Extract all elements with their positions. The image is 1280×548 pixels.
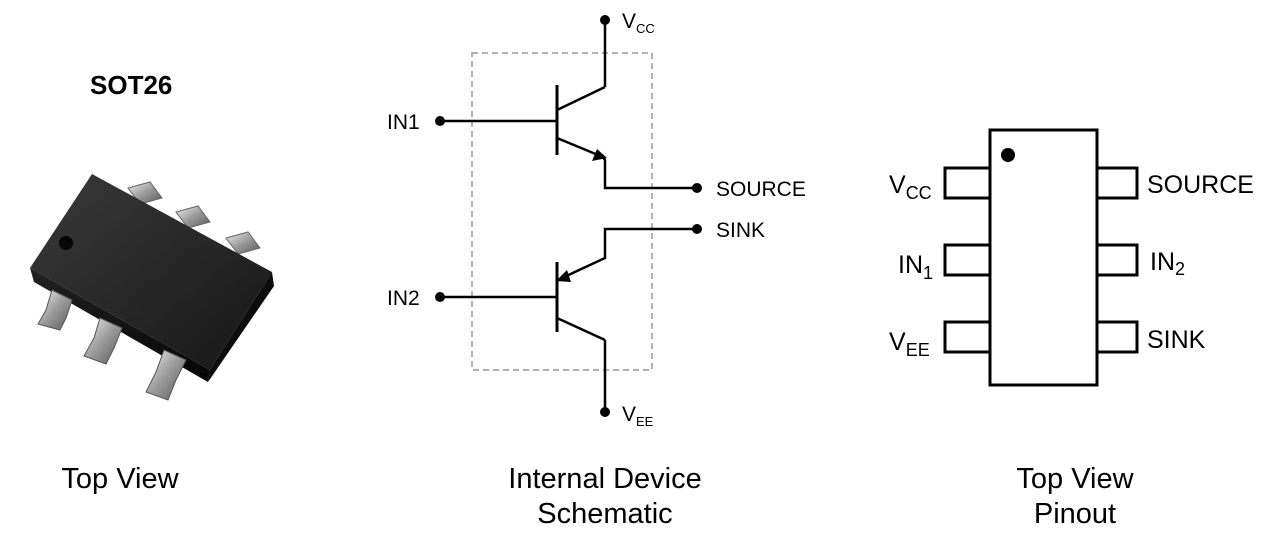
package-body-top (30, 174, 272, 370)
pin1-dot (1001, 148, 1015, 162)
q2-emitter-arrow (556, 270, 571, 282)
pin-label-in2: IN2 (1150, 248, 1185, 279)
schematic-caption: Internal Device Schematic (470, 462, 740, 533)
schematic-caption-line2: Schematic (537, 498, 673, 531)
package-caption: Top View (61, 463, 179, 495)
sink-terminal (692, 224, 702, 234)
pinout-caption-line2: Pinout (1033, 498, 1117, 531)
pin-label-vcc: VCC (889, 171, 932, 203)
pin1-marker (59, 236, 73, 250)
pin-label-in1: IN1 (898, 251, 933, 283)
pin-label-vee: VEE (889, 328, 930, 360)
pin-label-source: SOURCE (1147, 171, 1254, 199)
pin-right-1 (1095, 166, 1139, 200)
device-boundary (471, 52, 653, 371)
ic-body (988, 128, 1099, 387)
vcc-terminal (600, 15, 610, 25)
source-terminal (692, 183, 702, 193)
in1-label: IN1 (387, 111, 420, 134)
internal-schematic (435, 15, 702, 417)
vcc-label: VCC (622, 10, 655, 36)
vee-terminal (600, 407, 610, 417)
schematic-caption-line1: Internal Device (508, 463, 702, 495)
pin-right-2 (1095, 243, 1139, 277)
source-label: SOURCE (716, 178, 806, 201)
front-leads (37, 289, 187, 401)
in2-label: IN2 (387, 287, 420, 310)
in2-terminal (435, 292, 445, 302)
pin-left-3 (943, 320, 992, 354)
vee-label: VEE (622, 403, 654, 429)
pin-label-sink: SINK (1147, 326, 1206, 354)
pinout-caption: Top View Pinout (960, 462, 1190, 533)
pin-right-3 (1095, 320, 1139, 354)
pinout-diagram (943, 128, 1139, 387)
in1-terminal (435, 116, 445, 126)
sot26-package-image (30, 174, 274, 401)
pin-left-1 (943, 166, 992, 200)
pinout-caption-line1: Top View (1016, 463, 1134, 495)
sink-label: SINK (716, 219, 765, 242)
pin-left-2 (943, 243, 992, 277)
package-title: SOT26 (90, 70, 173, 100)
